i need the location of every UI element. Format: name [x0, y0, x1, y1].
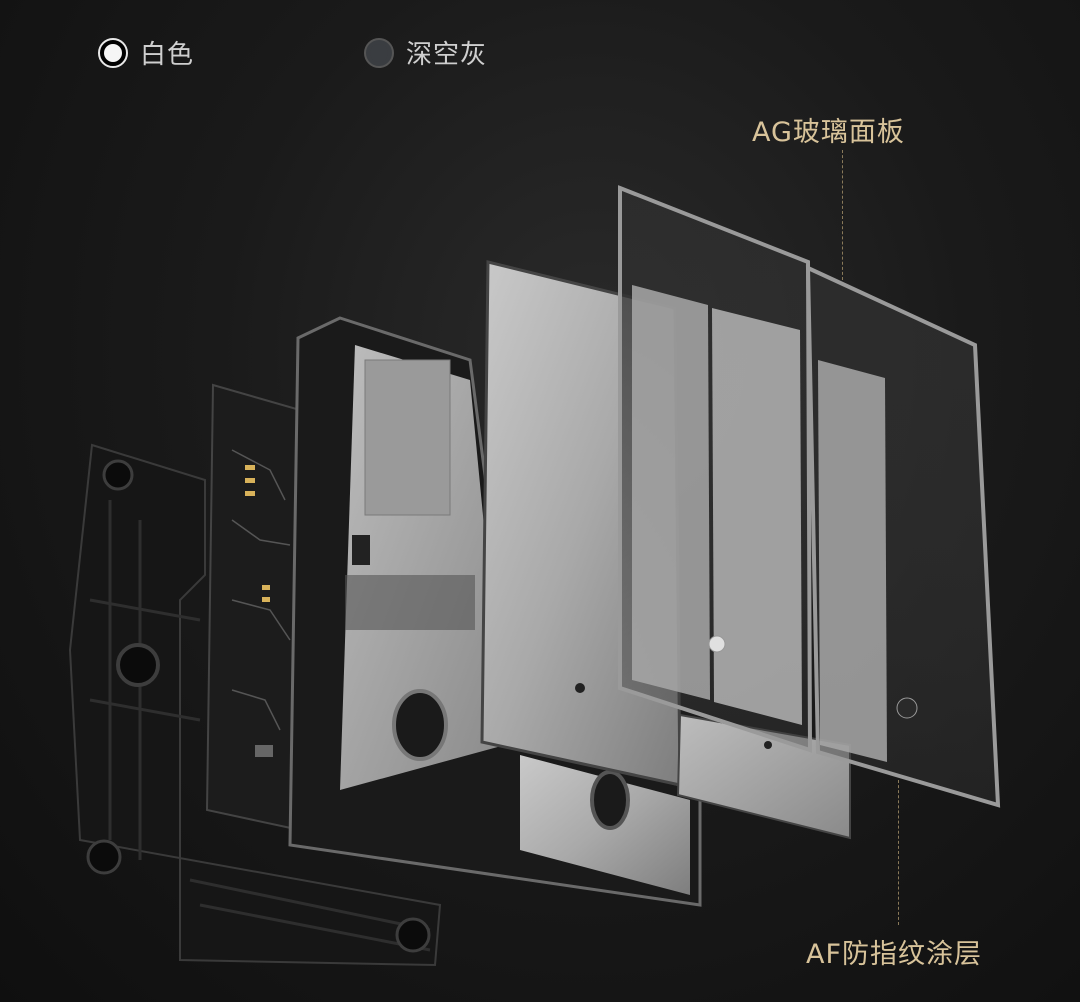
ag-glass-panel — [618, 185, 1001, 808]
color-option-label: 深空灰 — [406, 40, 488, 70]
callout-af-coating: AF防指纹涂层 — [806, 939, 983, 970]
color-option-white[interactable]: 白色 — [98, 34, 194, 71]
color-option-label: 白色 — [140, 40, 195, 70]
back-mounting-frame — [68, 443, 442, 967]
radio-selected-icon[interactable] — [98, 37, 128, 68]
radio-unselected-icon[interactable] — [364, 37, 395, 68]
callout-ag-glass-panel: AG玻璃面板 — [752, 117, 905, 148]
color-option-space-gray[interactable]: 深空灰 — [364, 34, 487, 71]
color-options: 白色 深空灰 — [98, 34, 487, 71]
leader-line-bottom — [898, 780, 899, 925]
circuit-board — [205, 383, 301, 832]
leader-line-top — [842, 150, 843, 280]
